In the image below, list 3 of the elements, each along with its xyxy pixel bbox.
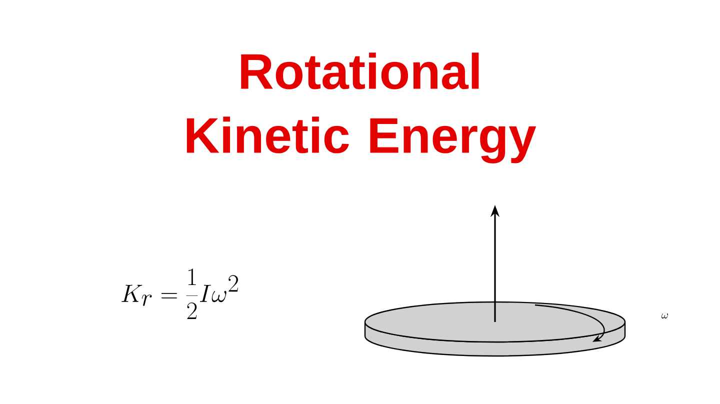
formula: $K_r = \frac{1}{2} I\omega^2$ xyxy=(122,268,238,319)
omega-label: $\omega$ xyxy=(662,314,668,318)
title: Rotational Kinetic Energy xyxy=(186,52,536,164)
